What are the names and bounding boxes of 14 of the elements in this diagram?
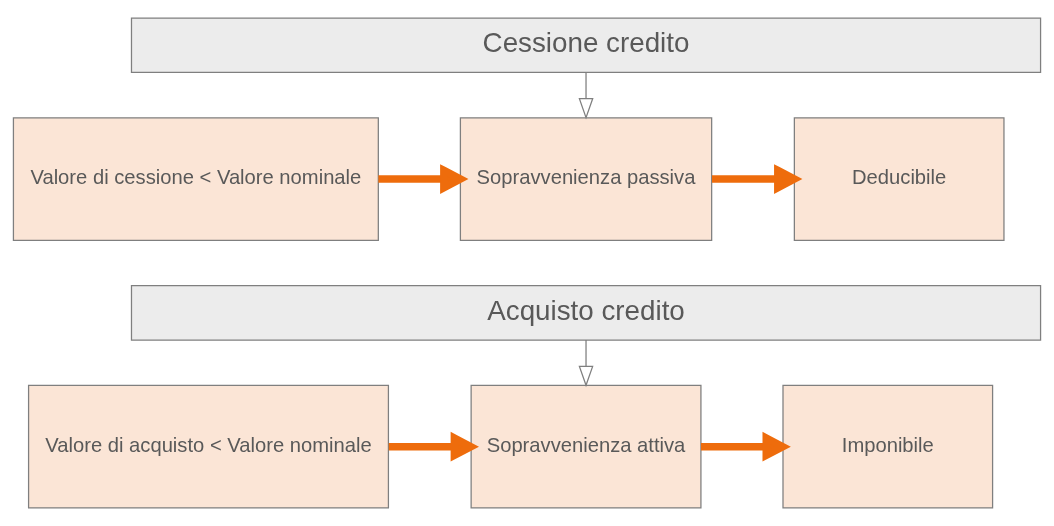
node-box: Acquisto credito bbox=[130, 285, 1042, 341]
arrow bbox=[388, 431, 479, 462]
arrow bbox=[578, 71, 594, 120]
node-box: Imponibile bbox=[782, 384, 994, 509]
node-box: Cessione credito bbox=[130, 17, 1042, 73]
arrow bbox=[712, 164, 803, 194]
arrow bbox=[700, 431, 791, 462]
node-box: Valore di cessione < Valore nominale bbox=[12, 117, 379, 241]
node-box: Sopravvenienza passiva bbox=[459, 117, 713, 241]
node-box: Deducibile bbox=[793, 117, 1005, 241]
arrow bbox=[578, 339, 594, 388]
arrow bbox=[378, 164, 469, 194]
node-box: Valore di acquisto < Valore nominale bbox=[27, 384, 390, 509]
node-box: Sopravvenienza attiva bbox=[470, 384, 702, 509]
